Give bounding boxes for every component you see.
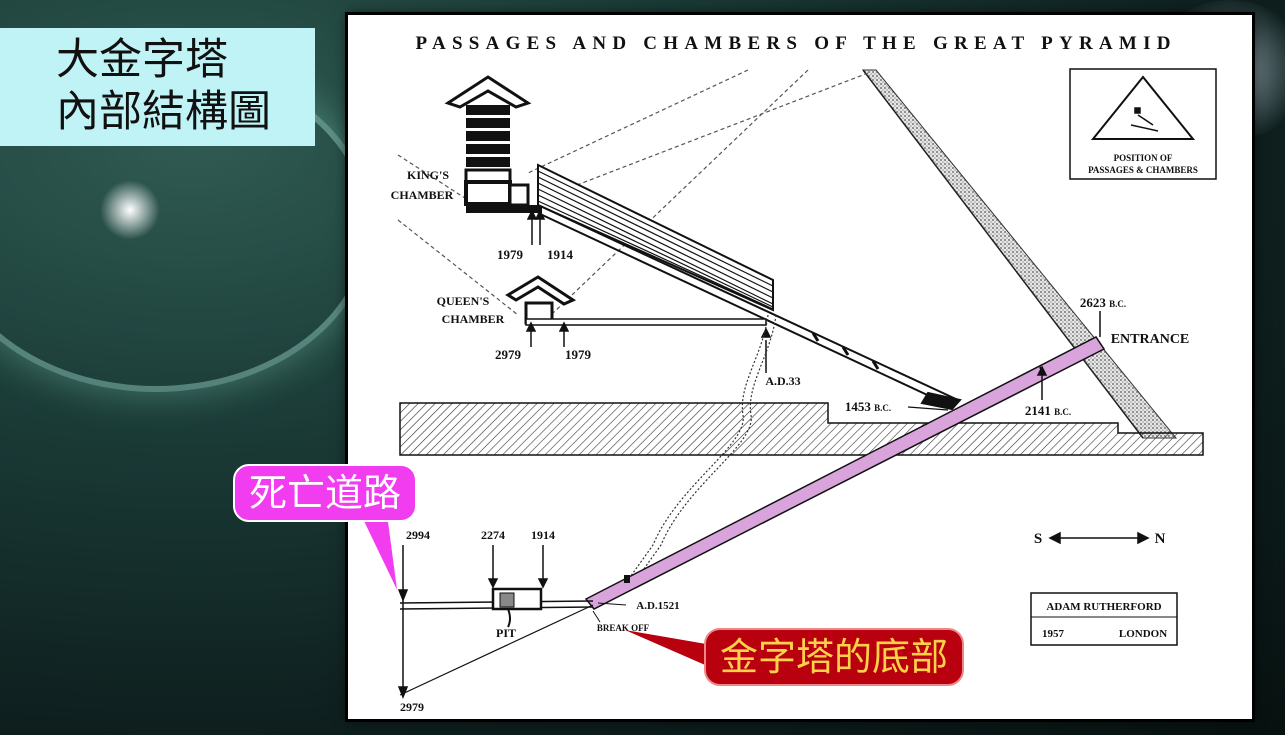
author-box (1030, 592, 1178, 646)
break-off-pointer (592, 610, 601, 623)
kings-chamber (444, 75, 542, 213)
pyramid-face-line (862, 69, 1144, 439)
entrance-label: ENTRANCE (1111, 332, 1190, 347)
pyramid-diagram: PASSAGES AND CHAMBERS OF THE GREAT PYRAM… (348, 15, 1252, 719)
inset-passages (1130, 107, 1159, 132)
base-line-diagonal (399, 604, 594, 696)
kings-chamber-label-line2: CHAMBER (391, 188, 454, 202)
inset-label-line1: POSITION OF (1114, 153, 1173, 163)
bc2623-label: 2623 B.C. (1080, 295, 1126, 310)
king-year-1979: 1979 (497, 247, 524, 262)
slide-title-line2: 內部結構圖 (56, 87, 271, 137)
bc1453-pointer (907, 406, 949, 411)
pit-year-2994: 2994 (406, 528, 430, 542)
author-name: ADAM RUTHERFORD (1046, 601, 1161, 613)
author-city: LONDON (1119, 628, 1167, 640)
callout-pink-tail (361, 517, 399, 594)
bc2141-year: 2141 (1025, 403, 1051, 418)
inset-label-line2: PASSAGES & CHAMBERS (1088, 165, 1198, 175)
pit-chamber (491, 587, 543, 628)
queens-chamber (505, 275, 767, 326)
ad33-label: A.D.33 (765, 374, 800, 388)
bc2141-arrow (1036, 365, 1048, 400)
dashed-guide-lines (397, 69, 869, 316)
bc1453-year: 1453 (845, 399, 872, 414)
bc2141-label: 2141 B.C. (1025, 403, 1071, 418)
inset-pyramid-icon (1090, 75, 1196, 140)
queen-year-arrows (525, 321, 570, 347)
callout-death-road: 死亡道路 (233, 464, 418, 522)
callout-pyramid-base: 金字塔的底部 (704, 628, 965, 686)
grand-gallery (537, 163, 774, 312)
callout-red-tail (625, 630, 712, 668)
queens-chamber-label-line2: CHAMBER (442, 312, 505, 326)
queens-chamber-label-line1: QUEEN'S (437, 294, 490, 308)
king-year-1914: 1914 (547, 247, 574, 262)
ground-layer (399, 402, 1204, 456)
bc2623-suffix: B.C. (1109, 299, 1126, 309)
queen-year-2979: 2979 (495, 347, 522, 362)
bc2141-suffix: B.C. (1054, 407, 1071, 417)
ad1521-label: A.D.1521 (636, 600, 679, 612)
bottom-year-2979: 2979 (400, 700, 424, 714)
bc1453-label: 1453 B.C. (845, 399, 891, 414)
pit-year-arrows (487, 545, 549, 589)
passage-ticks (811, 332, 880, 370)
queen-year-1979: 1979 (565, 347, 592, 362)
passage-marker (624, 575, 630, 583)
break-off-label: BREAK OFF (597, 623, 650, 633)
bc2623-year: 2623 (1080, 295, 1107, 310)
slide-title: 大金字塔 內部結構圖 (0, 28, 315, 146)
pit-label: PIT (496, 626, 516, 640)
king-year-arrows (526, 209, 546, 245)
bc1453-suffix: B.C. (874, 403, 891, 413)
pit-year-2274: 2274 (481, 528, 505, 542)
compass-south: S (1034, 531, 1042, 547)
vertical-2994-arrow (397, 545, 409, 700)
author-year: 1957 (1042, 628, 1065, 640)
pit-year-1914: 1914 (531, 528, 555, 542)
diagram-title: PASSAGES AND CHAMBERS OF THE GREAT PYRAM… (416, 33, 1171, 54)
ad1521-pointer (597, 602, 627, 606)
compass-arrow (1048, 531, 1150, 545)
well-shaft (627, 314, 777, 581)
kings-chamber-label-line1: KING'S (407, 168, 449, 182)
ascending-passage (537, 204, 962, 411)
compass-north: N (1155, 531, 1166, 547)
slide-title-line1: 大金字塔 (56, 35, 228, 85)
pyramid-diagram-svg: PASSAGES AND CHAMBERS OF THE GREAT PYRAM… (391, 33, 1217, 714)
